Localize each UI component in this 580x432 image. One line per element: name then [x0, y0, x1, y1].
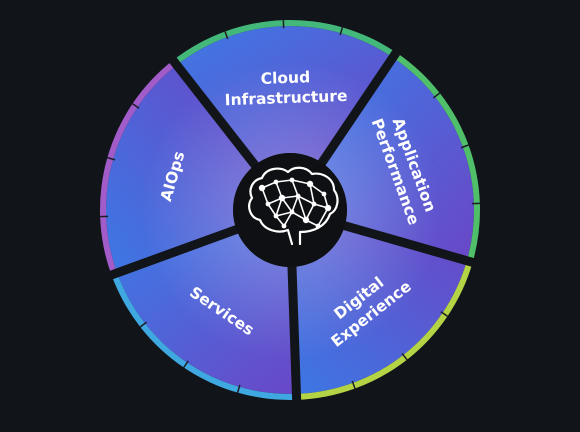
brain-node	[295, 193, 301, 199]
segment-rim	[99, 60, 177, 275]
segment-rim	[392, 52, 480, 263]
brain-node	[289, 177, 295, 183]
rim-tick	[351, 380, 356, 389]
rim-tick	[132, 103, 140, 109]
segment-divider	[168, 55, 260, 170]
rim-tick	[224, 31, 229, 40]
brain-edge	[275, 211, 293, 217]
brain-edge	[291, 179, 299, 197]
brain-edge	[275, 179, 293, 183]
brain-node	[273, 179, 279, 185]
segment-rim	[111, 272, 297, 400]
brain-edge	[283, 211, 293, 227]
segment-divider	[341, 220, 476, 268]
brain-outline	[248, 166, 339, 246]
brain-node	[281, 223, 287, 229]
brain-node	[302, 216, 310, 224]
segment-label-cloud-infrastructure: CloudInfrastructure	[224, 66, 348, 108]
brain-node	[311, 201, 317, 207]
brain-node	[306, 180, 314, 188]
brain-edge	[297, 195, 307, 221]
segment-divider	[287, 264, 302, 403]
rim-tick	[440, 311, 448, 317]
rim-tick	[183, 360, 189, 368]
brain-node	[321, 191, 327, 197]
brain-node	[258, 184, 266, 192]
brain-node	[315, 223, 321, 229]
brain-network-icon	[248, 166, 339, 246]
brain-edge	[317, 207, 329, 227]
rim-tick	[236, 384, 241, 393]
rim-tick	[339, 27, 344, 36]
segment-rim	[173, 19, 397, 66]
brain-edge	[267, 203, 277, 217]
brain-edge	[297, 195, 315, 205]
brain-edge	[309, 183, 315, 205]
segment-divider	[108, 224, 240, 280]
brain-edge	[291, 195, 299, 213]
rim-tick	[432, 92, 441, 99]
segment-divider	[317, 48, 402, 167]
rim-tick	[139, 321, 148, 328]
brain-node	[265, 201, 271, 207]
brain-node	[324, 204, 332, 212]
rim-tick	[107, 156, 116, 161]
brain-node	[289, 209, 295, 215]
segment-rim	[296, 260, 473, 400]
rim-tick	[401, 352, 408, 361]
brain-node	[278, 194, 286, 202]
brain-node	[273, 213, 279, 219]
rim-tick	[460, 144, 469, 149]
